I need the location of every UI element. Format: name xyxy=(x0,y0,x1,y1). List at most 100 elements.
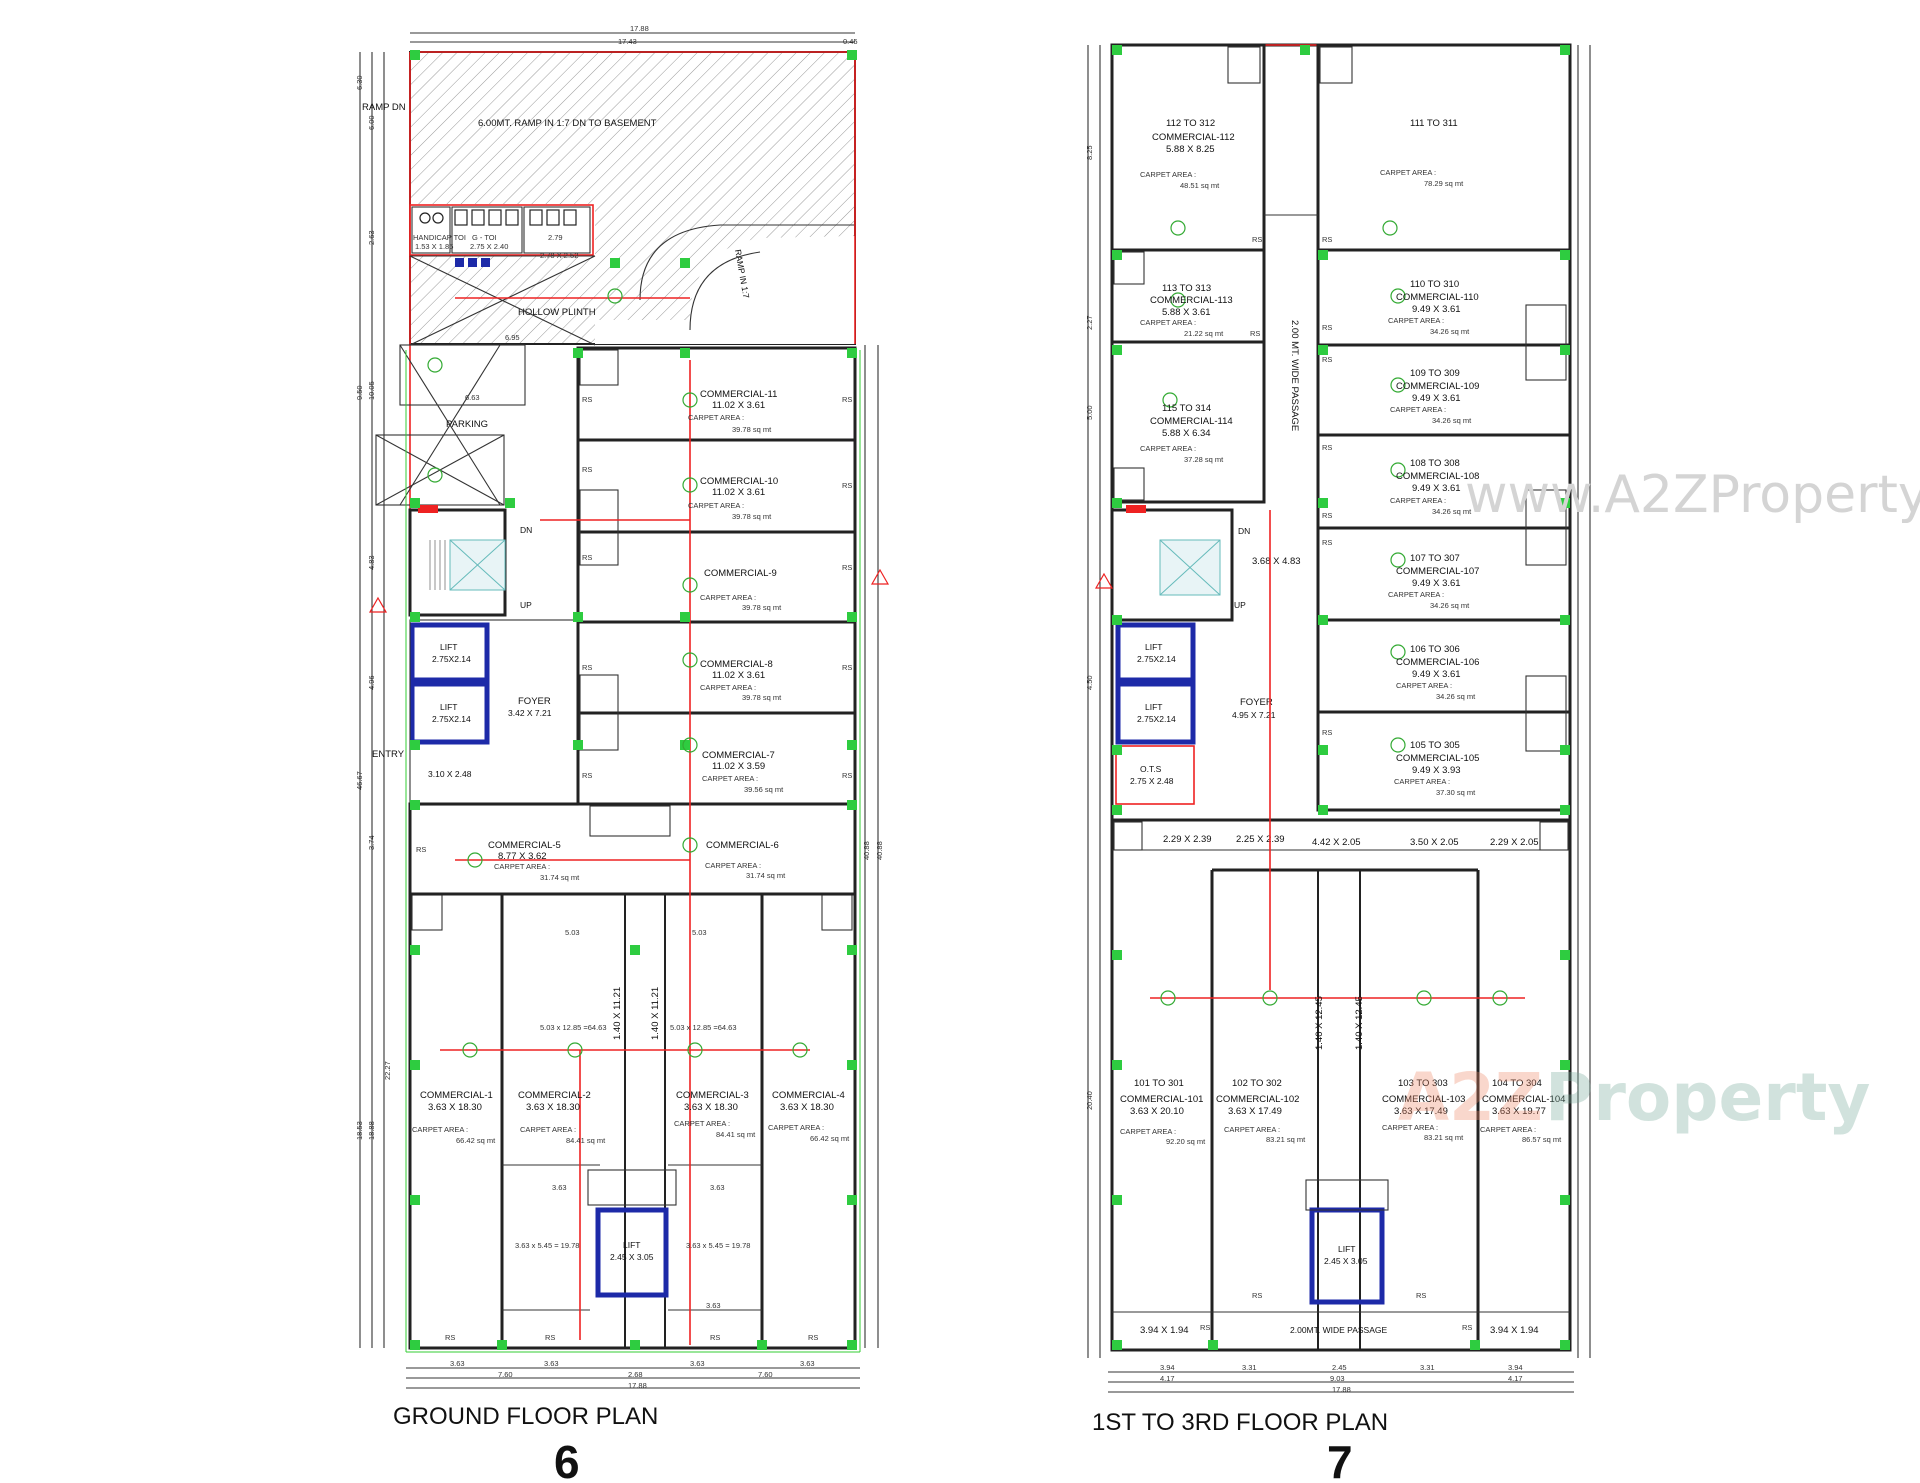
svg-text:3.94: 3.94 xyxy=(1508,1363,1523,1372)
gf-unit-6: COMMERCIAL-6 CARPET AREA : 31.74 sq mt xyxy=(705,840,786,880)
upper-passage-dim-b: 1.40 X 12.45 xyxy=(1354,996,1365,1050)
svg-text:LIFT: LIFT xyxy=(440,642,457,652)
upper-lift-b xyxy=(1115,681,1196,745)
svg-text:6.30: 6.30 xyxy=(355,75,364,90)
svg-text:RS: RS xyxy=(582,395,592,404)
svg-text:83.21 sq mt: 83.21 sq mt xyxy=(1424,1133,1464,1142)
svg-text:3.63: 3.63 xyxy=(706,1301,721,1310)
svg-text:RS: RS xyxy=(710,1333,720,1342)
svg-text:0.45: 0.45 xyxy=(843,37,858,46)
svg-text:COMMERCIAL-1: COMMERCIAL-1 xyxy=(420,1090,493,1101)
svg-text:COMMERCIAL-101: COMMERCIAL-101 xyxy=(1120,1094,1203,1105)
unit-114 xyxy=(1110,340,1266,504)
gf-lift-c xyxy=(595,1207,669,1298)
toilet-block xyxy=(409,204,594,256)
svg-text:3.31: 3.31 xyxy=(1420,1363,1435,1372)
svg-text:CARPET AREA :: CARPET AREA : xyxy=(520,1125,576,1134)
ramp-note: 6.00MT. RAMP IN 1:7 DN TO BASEMENT xyxy=(478,118,657,129)
svg-text:CARPET AREA :: CARPET AREA : xyxy=(768,1123,824,1132)
svg-text:CARPET AREA :: CARPET AREA : xyxy=(1382,1123,1438,1132)
svg-text:COMMERCIAL-4: COMMERCIAL-4 xyxy=(772,1090,845,1101)
gf-unit-10: COMMERCIAL-10 11.02 X 3.61 CARPET AREA :… xyxy=(688,476,778,521)
svg-text:102 TO 302: 102 TO 302 xyxy=(1232,1078,1282,1089)
gf-unit-3: COMMERCIAL-3 3.63 X 18.30 CARPET AREA : … xyxy=(674,1090,756,1139)
svg-text:RS: RS xyxy=(842,395,852,404)
svg-text:3.63 X 18.30: 3.63 X 18.30 xyxy=(428,1102,482,1113)
svg-text:3.63: 3.63 xyxy=(450,1359,465,1368)
gf-passage-dim-b: 1.40 X 11.21 xyxy=(650,987,661,1040)
u-unit-104: 104 TO 304 COMMERCIAL-104 3.63 X 19.77 C… xyxy=(1480,1078,1565,1144)
gf-up-label: UP xyxy=(520,600,532,610)
svg-text:LIFT: LIFT xyxy=(1338,1244,1355,1254)
svg-text:3.94 X 1.94: 3.94 X 1.94 xyxy=(1490,1325,1539,1336)
svg-text:3.50 X 2.05: 3.50 X 2.05 xyxy=(1410,837,1459,848)
gf-title: GROUND FLOOR PLAN xyxy=(393,1403,658,1430)
gf-unit-1: COMMERCIAL-1 3.63 X 18.30 CARPET AREA : … xyxy=(412,1090,496,1145)
svg-text:COMMERCIAL-102: COMMERCIAL-102 xyxy=(1216,1094,1299,1105)
u-unit-103: 103 TO 303 COMMERCIAL-103 3.63 X 17.49 C… xyxy=(1382,1078,1465,1142)
svg-text:RS: RS xyxy=(582,553,592,562)
gf-unit-7: COMMERCIAL-7 11.02 X 3.59 CARPET AREA : … xyxy=(702,750,784,794)
svg-text:113 TO 313: 113 TO 313 xyxy=(1162,283,1211,294)
upper-right-units xyxy=(1316,248,1572,812)
svg-text:O.T.S: O.T.S xyxy=(1140,764,1162,774)
gf-unit-8: COMMERCIAL-8 11.02 X 3.61 CARPET AREA : … xyxy=(700,659,782,702)
svg-text:3.63: 3.63 xyxy=(800,1359,815,1368)
svg-text:2.29 X 2.05: 2.29 X 2.05 xyxy=(1490,837,1539,848)
svg-text:CARPET AREA :: CARPET AREA : xyxy=(1224,1125,1280,1134)
svg-text:37.30 sq mt: 37.30 sq mt xyxy=(1436,788,1476,797)
svg-text:3.63 X 19.77: 3.63 X 19.77 xyxy=(1492,1106,1546,1117)
svg-text:22.27: 22.27 xyxy=(383,1061,392,1080)
svg-text:LIFT: LIFT xyxy=(1145,702,1162,712)
svg-text:RS: RS xyxy=(1200,1323,1210,1332)
svg-text:2.45 X 3.05: 2.45 X 3.05 xyxy=(1324,1256,1368,1266)
svg-text:18.53: 18.53 xyxy=(355,1121,364,1140)
svg-text:RS: RS xyxy=(1416,1291,1426,1300)
svg-text:CARPET AREA :: CARPET AREA : xyxy=(1396,681,1452,690)
svg-text:4.50: 4.50 xyxy=(1085,675,1094,690)
svg-text:2.63: 2.63 xyxy=(367,230,376,245)
gf-unit-2: COMMERCIAL-2 3.63 X 18.30 CARPET AREA : … xyxy=(518,1090,606,1145)
upper-columns xyxy=(1112,45,1570,1350)
svg-text:2.45: 2.45 xyxy=(1332,1363,1347,1372)
svg-text:CARPET AREA :: CARPET AREA : xyxy=(1390,405,1446,414)
svg-text:111 TO 311: 111 TO 311 xyxy=(1410,118,1458,129)
unit-111 xyxy=(1316,43,1572,252)
svg-text:9.49 X 3.61: 9.49 X 3.61 xyxy=(1412,669,1461,680)
svg-text:9.49 X 3.61: 9.49 X 3.61 xyxy=(1412,304,1461,315)
handicap-toi-label: HANDICAP TOI xyxy=(413,233,466,242)
svg-text:84.41 sq mt: 84.41 sq mt xyxy=(566,1136,606,1145)
svg-text:CARPET AREA :: CARPET AREA : xyxy=(1140,170,1196,179)
u-unit-109: 109 TO 309 COMMERCIAL-109 9.49 X 3.61 CA… xyxy=(1390,368,1479,425)
svg-text:2.75X2.14: 2.75X2.14 xyxy=(1137,654,1176,664)
u-unit-105: 105 TO 305 COMMERCIAL-105 9.49 X 3.93 CA… xyxy=(1394,740,1479,797)
svg-text:39.78 sq mt: 39.78 sq mt xyxy=(742,603,782,612)
svg-text:5.03: 5.03 xyxy=(565,928,580,937)
svg-text:CARPET AREA :: CARPET AREA : xyxy=(494,862,550,871)
svg-text:4.95 X 7.21: 4.95 X 7.21 xyxy=(1232,710,1276,720)
svg-text:COMMERCIAL-107: COMMERCIAL-107 xyxy=(1396,566,1479,577)
svg-text:40.88: 40.88 xyxy=(875,841,884,860)
u-unit-111: 111 TO 311 CARPET AREA : 78.29 sq mt xyxy=(1380,118,1464,188)
gf-foyer-label: FOYER xyxy=(518,696,551,707)
svg-text:2.75 X 2.48: 2.75 X 2.48 xyxy=(1130,776,1174,786)
svg-text:RS: RS xyxy=(1462,1323,1472,1332)
svg-text:2.75X2.14: 2.75X2.14 xyxy=(432,654,471,664)
u-unit-114: 115 TO 314 COMMERCIAL-114 5.88 X 6.34 CA… xyxy=(1140,403,1233,464)
svg-text:COMMERCIAL-104: COMMERCIAL-104 xyxy=(1482,1094,1565,1105)
gf-light-fixtures xyxy=(427,288,808,1058)
svg-text:RS: RS xyxy=(1322,323,1332,332)
gf-middle-strip xyxy=(408,802,857,896)
gf-unit-9: COMMERCIAL-9 CARPET AREA : 39.78 sq mt xyxy=(700,568,782,612)
svg-text:3.31: 3.31 xyxy=(1242,1363,1257,1372)
svg-text:COMMERCIAL-114: COMMERCIAL-114 xyxy=(1150,416,1233,427)
gf-calc-c: 3.63 x 5.45 = 19.78 xyxy=(515,1241,579,1250)
svg-text:5.03: 5.03 xyxy=(692,928,707,937)
svg-text:3.63: 3.63 xyxy=(544,1359,559,1368)
svg-text:RS: RS xyxy=(1322,443,1332,452)
svg-text:9.49 X 3.61: 9.49 X 3.61 xyxy=(1412,483,1461,494)
svg-text:101 TO 301: 101 TO 301 xyxy=(1134,1078,1184,1089)
svg-text:2.75X2.14: 2.75X2.14 xyxy=(1137,714,1176,724)
